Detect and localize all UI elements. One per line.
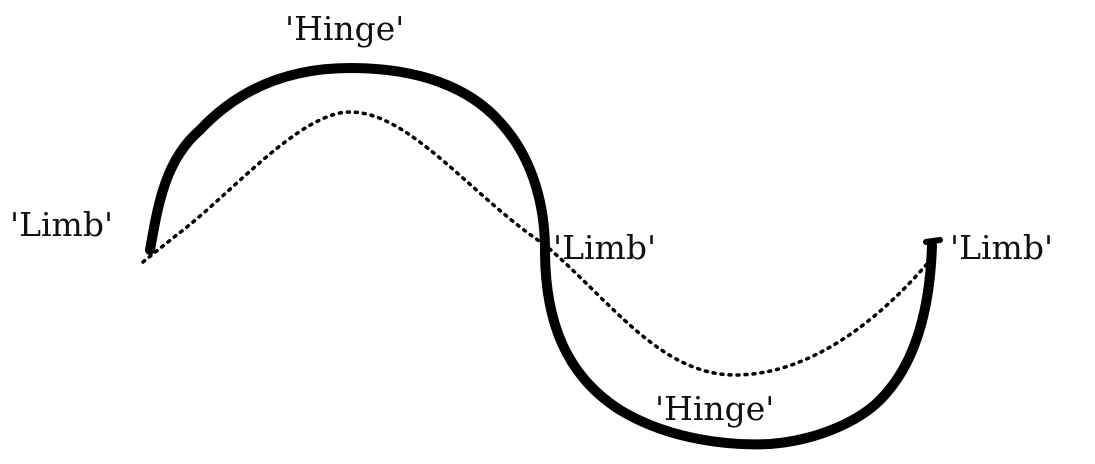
thick-fold-curve-lower (540, 240, 937, 450)
limb-label-right: 'Limb' (950, 228, 1054, 267)
hinge-label-top: 'Hinge' (285, 9, 405, 48)
right-end-tick (923, 237, 943, 245)
dotted-limb-line (141, 110, 934, 377)
thick-fold-curve-upper (145, 63, 550, 255)
limb-label-left: 'Limb' (10, 205, 114, 244)
limb-label-middle: 'Limb' (553, 228, 657, 267)
hinge-label-bottom: 'Hinge' (655, 389, 775, 428)
